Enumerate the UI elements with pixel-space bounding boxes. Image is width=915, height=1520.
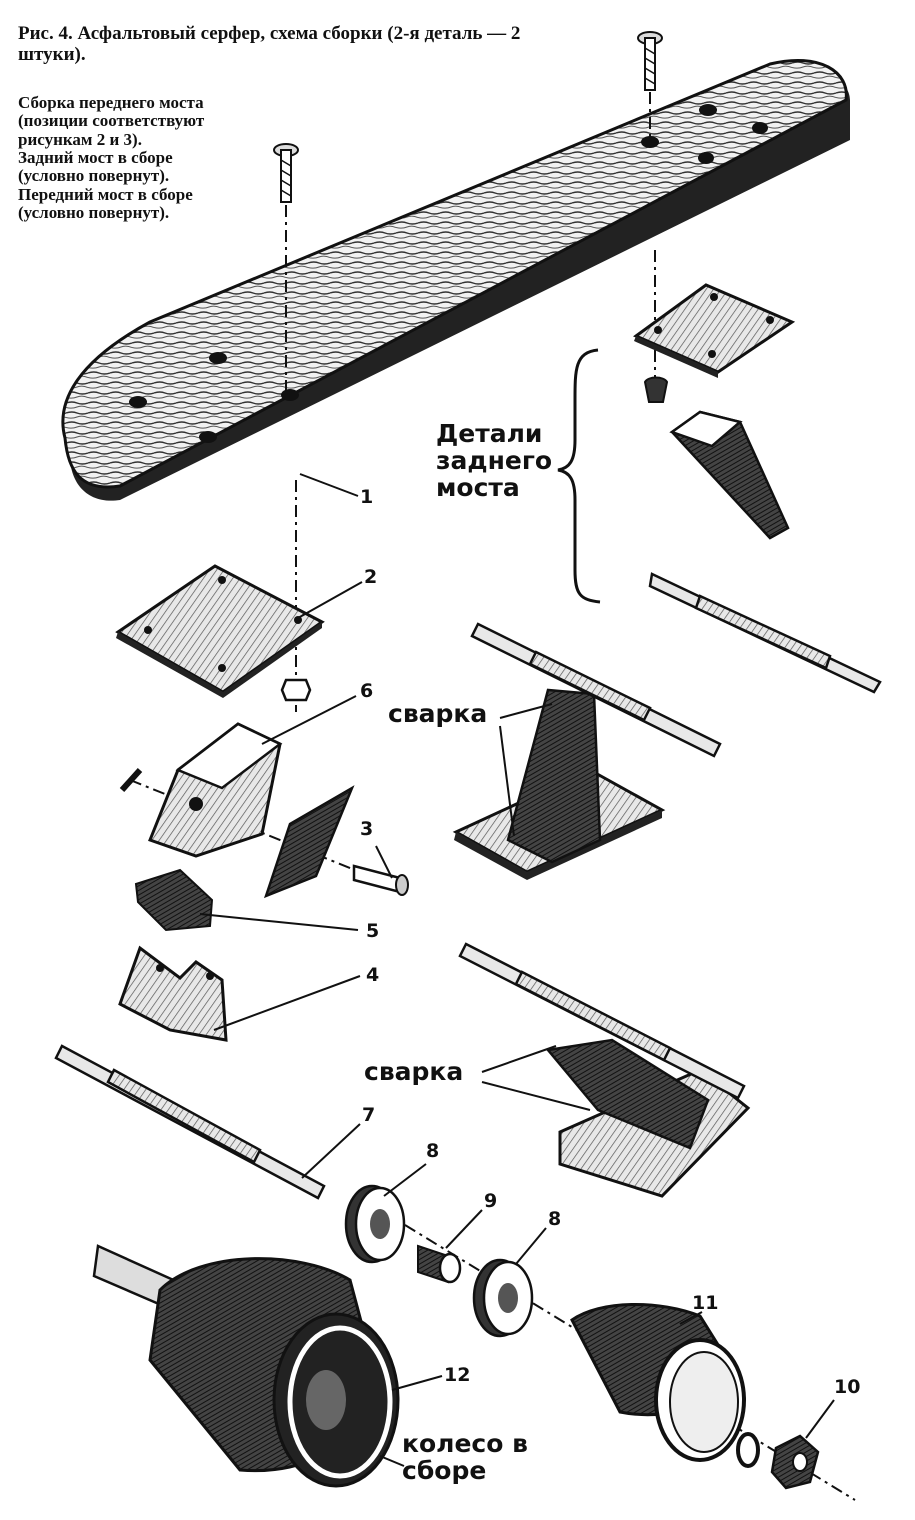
mounting-plate-rear <box>633 283 796 378</box>
board-deck <box>61 58 851 501</box>
part-number-3: 3 <box>360 818 374 840</box>
assembly-axis-lines <box>129 92 856 1501</box>
bearing-8-right <box>472 1258 534 1338</box>
rubber-bushing-rear <box>643 376 669 403</box>
figure-caption-notes: Сборка переднего моста (позиции соответс… <box>18 93 240 223</box>
part-number-5: 5 <box>366 920 380 942</box>
label-welding-lower: сварка <box>364 1057 464 1086</box>
front-axle-assembly <box>458 942 751 1198</box>
bearing-8-left <box>344 1184 406 1264</box>
spacer-9 <box>417 1244 462 1284</box>
nut-10 <box>770 1434 820 1490</box>
part-number-10: 10 <box>834 1376 861 1398</box>
wheel-12-assembled <box>92 1244 400 1488</box>
mounting-screws <box>273 31 663 203</box>
part-number-8-left: 8 <box>426 1140 440 1162</box>
part-number-6: 6 <box>360 680 374 702</box>
pin-small <box>119 767 143 793</box>
part-number-7: 7 <box>362 1104 376 1126</box>
note-front-axle-assembly: Сборка переднего моста (позиции соответс… <box>18 93 205 149</box>
rubber-block-5 <box>134 868 214 932</box>
part-number-4: 4 <box>366 964 380 986</box>
label-welding-upper: сварка <box>388 699 488 728</box>
part-number-2: 2 <box>364 566 378 588</box>
part-number-1: 1 <box>360 486 374 508</box>
label-wheel-assembled: колесо в сборе <box>402 1429 528 1485</box>
nut-front <box>280 678 312 702</box>
wedge-plate <box>263 785 355 899</box>
note-front-axle-assembled: Передний мост в сборе (условно повернут)… <box>18 184 193 223</box>
label-rear-axle-parts: Детали заднего моста <box>436 419 553 502</box>
note-rear-axle-assembled: Задний мост в сборе (условно повернут). <box>18 148 173 186</box>
part-number-11: 11 <box>692 1292 719 1314</box>
figure-caption-title: Рис. 4. Асфальтовый серфер, схема сборки… <box>18 23 521 65</box>
washer <box>736 1432 760 1468</box>
hub-11 <box>570 1303 746 1462</box>
rear-axle <box>648 572 882 694</box>
part-number-9: 9 <box>484 1190 498 1212</box>
leader-lines <box>199 473 835 1467</box>
rear-bracket <box>669 410 790 540</box>
bracket-4 <box>118 945 228 1042</box>
front-bracket <box>148 722 283 858</box>
rear-axle-assembly <box>452 622 722 880</box>
part-number-8-right: 8 <box>548 1208 562 1230</box>
part-number-12: 12 <box>444 1364 471 1386</box>
mounting-plate-front <box>115 564 325 698</box>
bolt-3 <box>352 864 409 896</box>
rear-parts-brace <box>557 348 601 604</box>
front-axle-7 <box>54 1044 326 1200</box>
